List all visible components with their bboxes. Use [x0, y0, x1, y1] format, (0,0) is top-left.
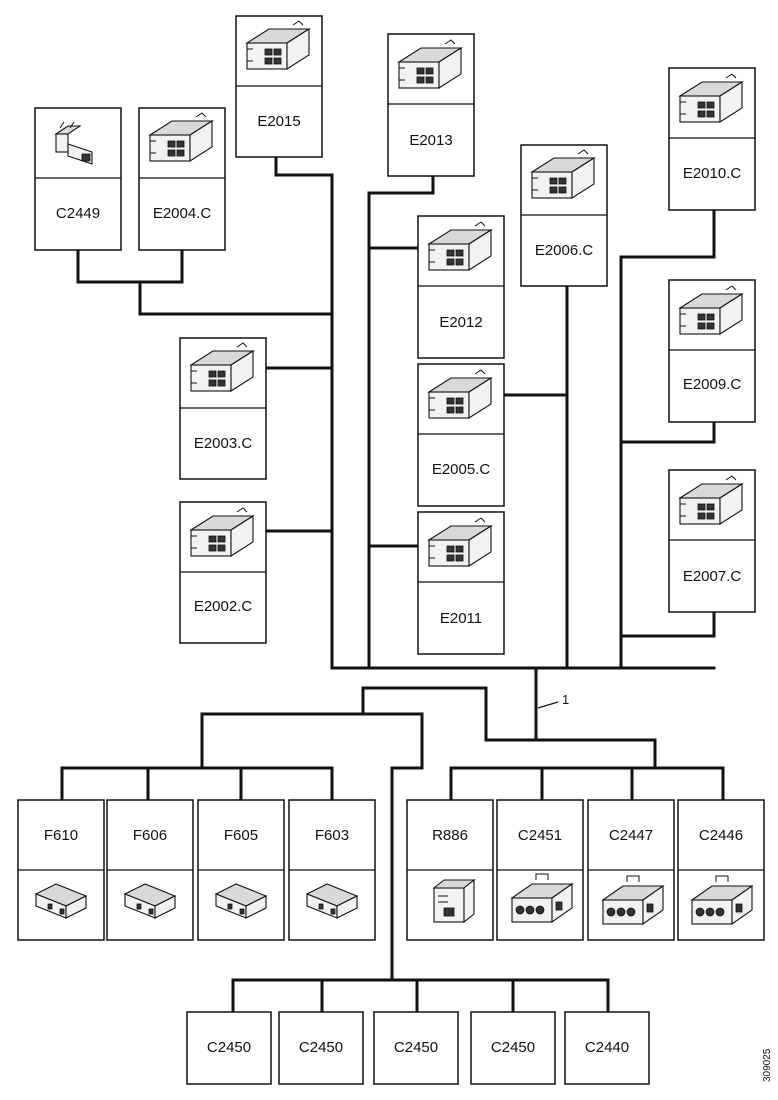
terminal-c2450-3[interactable]: C2450 — [373, 1011, 459, 1085]
connector-label: C2449 — [56, 205, 100, 222]
connector-label: F606 — [133, 827, 167, 844]
callout-1: 1 — [537, 692, 569, 709]
terminal-label: C2450 — [207, 1039, 251, 1056]
connector-label: E2010.C — [683, 165, 742, 182]
connector-e2005c[interactable]: E2005.C — [417, 363, 505, 507]
connector-label: E2011 — [440, 610, 482, 627]
connector-f605[interactable]: F605 — [197, 799, 285, 941]
connector-c2447[interactable]: C2447 — [587, 799, 675, 941]
terminal-c2450-2[interactable]: C2450 — [278, 1011, 364, 1085]
terminal-c2450-4[interactable]: C2450 — [470, 1011, 556, 1085]
connector-e2006c[interactable]: E2006.C — [520, 144, 608, 287]
connector-e2009c[interactable]: E2009.C — [668, 279, 756, 423]
relay-socket-icon — [433, 879, 475, 923]
connector-e2010c[interactable]: E2010.C — [668, 67, 756, 211]
terminal-label: C2450 — [491, 1039, 535, 1056]
connector-label: F610 — [44, 827, 78, 844]
terminal-c2450-1[interactable]: C2450 — [186, 1011, 272, 1085]
connector-e2007c[interactable]: E2007.C — [668, 469, 756, 613]
terminal-label: C2450 — [299, 1039, 343, 1056]
connector-label: E2004.C — [153, 205, 212, 222]
terminal-label: C2450 — [394, 1039, 438, 1056]
connector-label: E2006.C — [535, 242, 594, 259]
connector-label: F603 — [315, 827, 349, 844]
terminal-c2440[interactable]: C2440 — [564, 1011, 650, 1085]
connector-e2002c[interactable]: E2002.C — [179, 501, 267, 644]
connector-label: C2446 — [699, 827, 743, 844]
callout-label: 1 — [562, 692, 569, 707]
connector-e2003c[interactable]: E2003.C — [179, 337, 267, 480]
connector-f606[interactable]: F606 — [106, 799, 194, 941]
connector-f603[interactable]: F603 — [288, 799, 376, 941]
connector-e2012[interactable]: E2012 — [417, 215, 505, 359]
connector-label: E2002.C — [194, 598, 253, 615]
connector-label: E2007.C — [683, 568, 742, 585]
connector-e2013[interactable]: E2013 — [387, 33, 475, 177]
connector-label: E2003.C — [194, 435, 253, 452]
terminal-label: C2440 — [585, 1039, 629, 1056]
connector-e2011[interactable]: E2011 — [417, 511, 505, 655]
connector-label: E2012 — [439, 314, 482, 331]
connector-f610[interactable]: F610 — [17, 799, 105, 941]
connector-label: E2015 — [257, 113, 300, 130]
connector-c2449[interactable]: C2449 — [34, 107, 122, 251]
connector-c2451[interactable]: C2451 — [496, 799, 584, 941]
harness-wires — [60, 155, 725, 1014]
connector-label: C2451 — [518, 827, 562, 844]
connector-e2015[interactable]: E2015 — [235, 15, 323, 158]
connector-r886[interactable]: R886 — [406, 799, 494, 941]
connector-e2004c[interactable]: E2004.C — [138, 107, 226, 251]
connector-label: E2009.C — [683, 376, 742, 393]
connector-label: C2447 — [609, 827, 653, 844]
connector-label: F605 — [224, 827, 258, 844]
connector-label: E2013 — [409, 132, 452, 149]
connector-label: E2005.C — [432, 461, 491, 478]
drawing-number: 309025 — [762, 1048, 773, 1082]
connector-c2446[interactable]: C2446 — [677, 799, 765, 941]
connector-label: R886 — [432, 827, 468, 844]
